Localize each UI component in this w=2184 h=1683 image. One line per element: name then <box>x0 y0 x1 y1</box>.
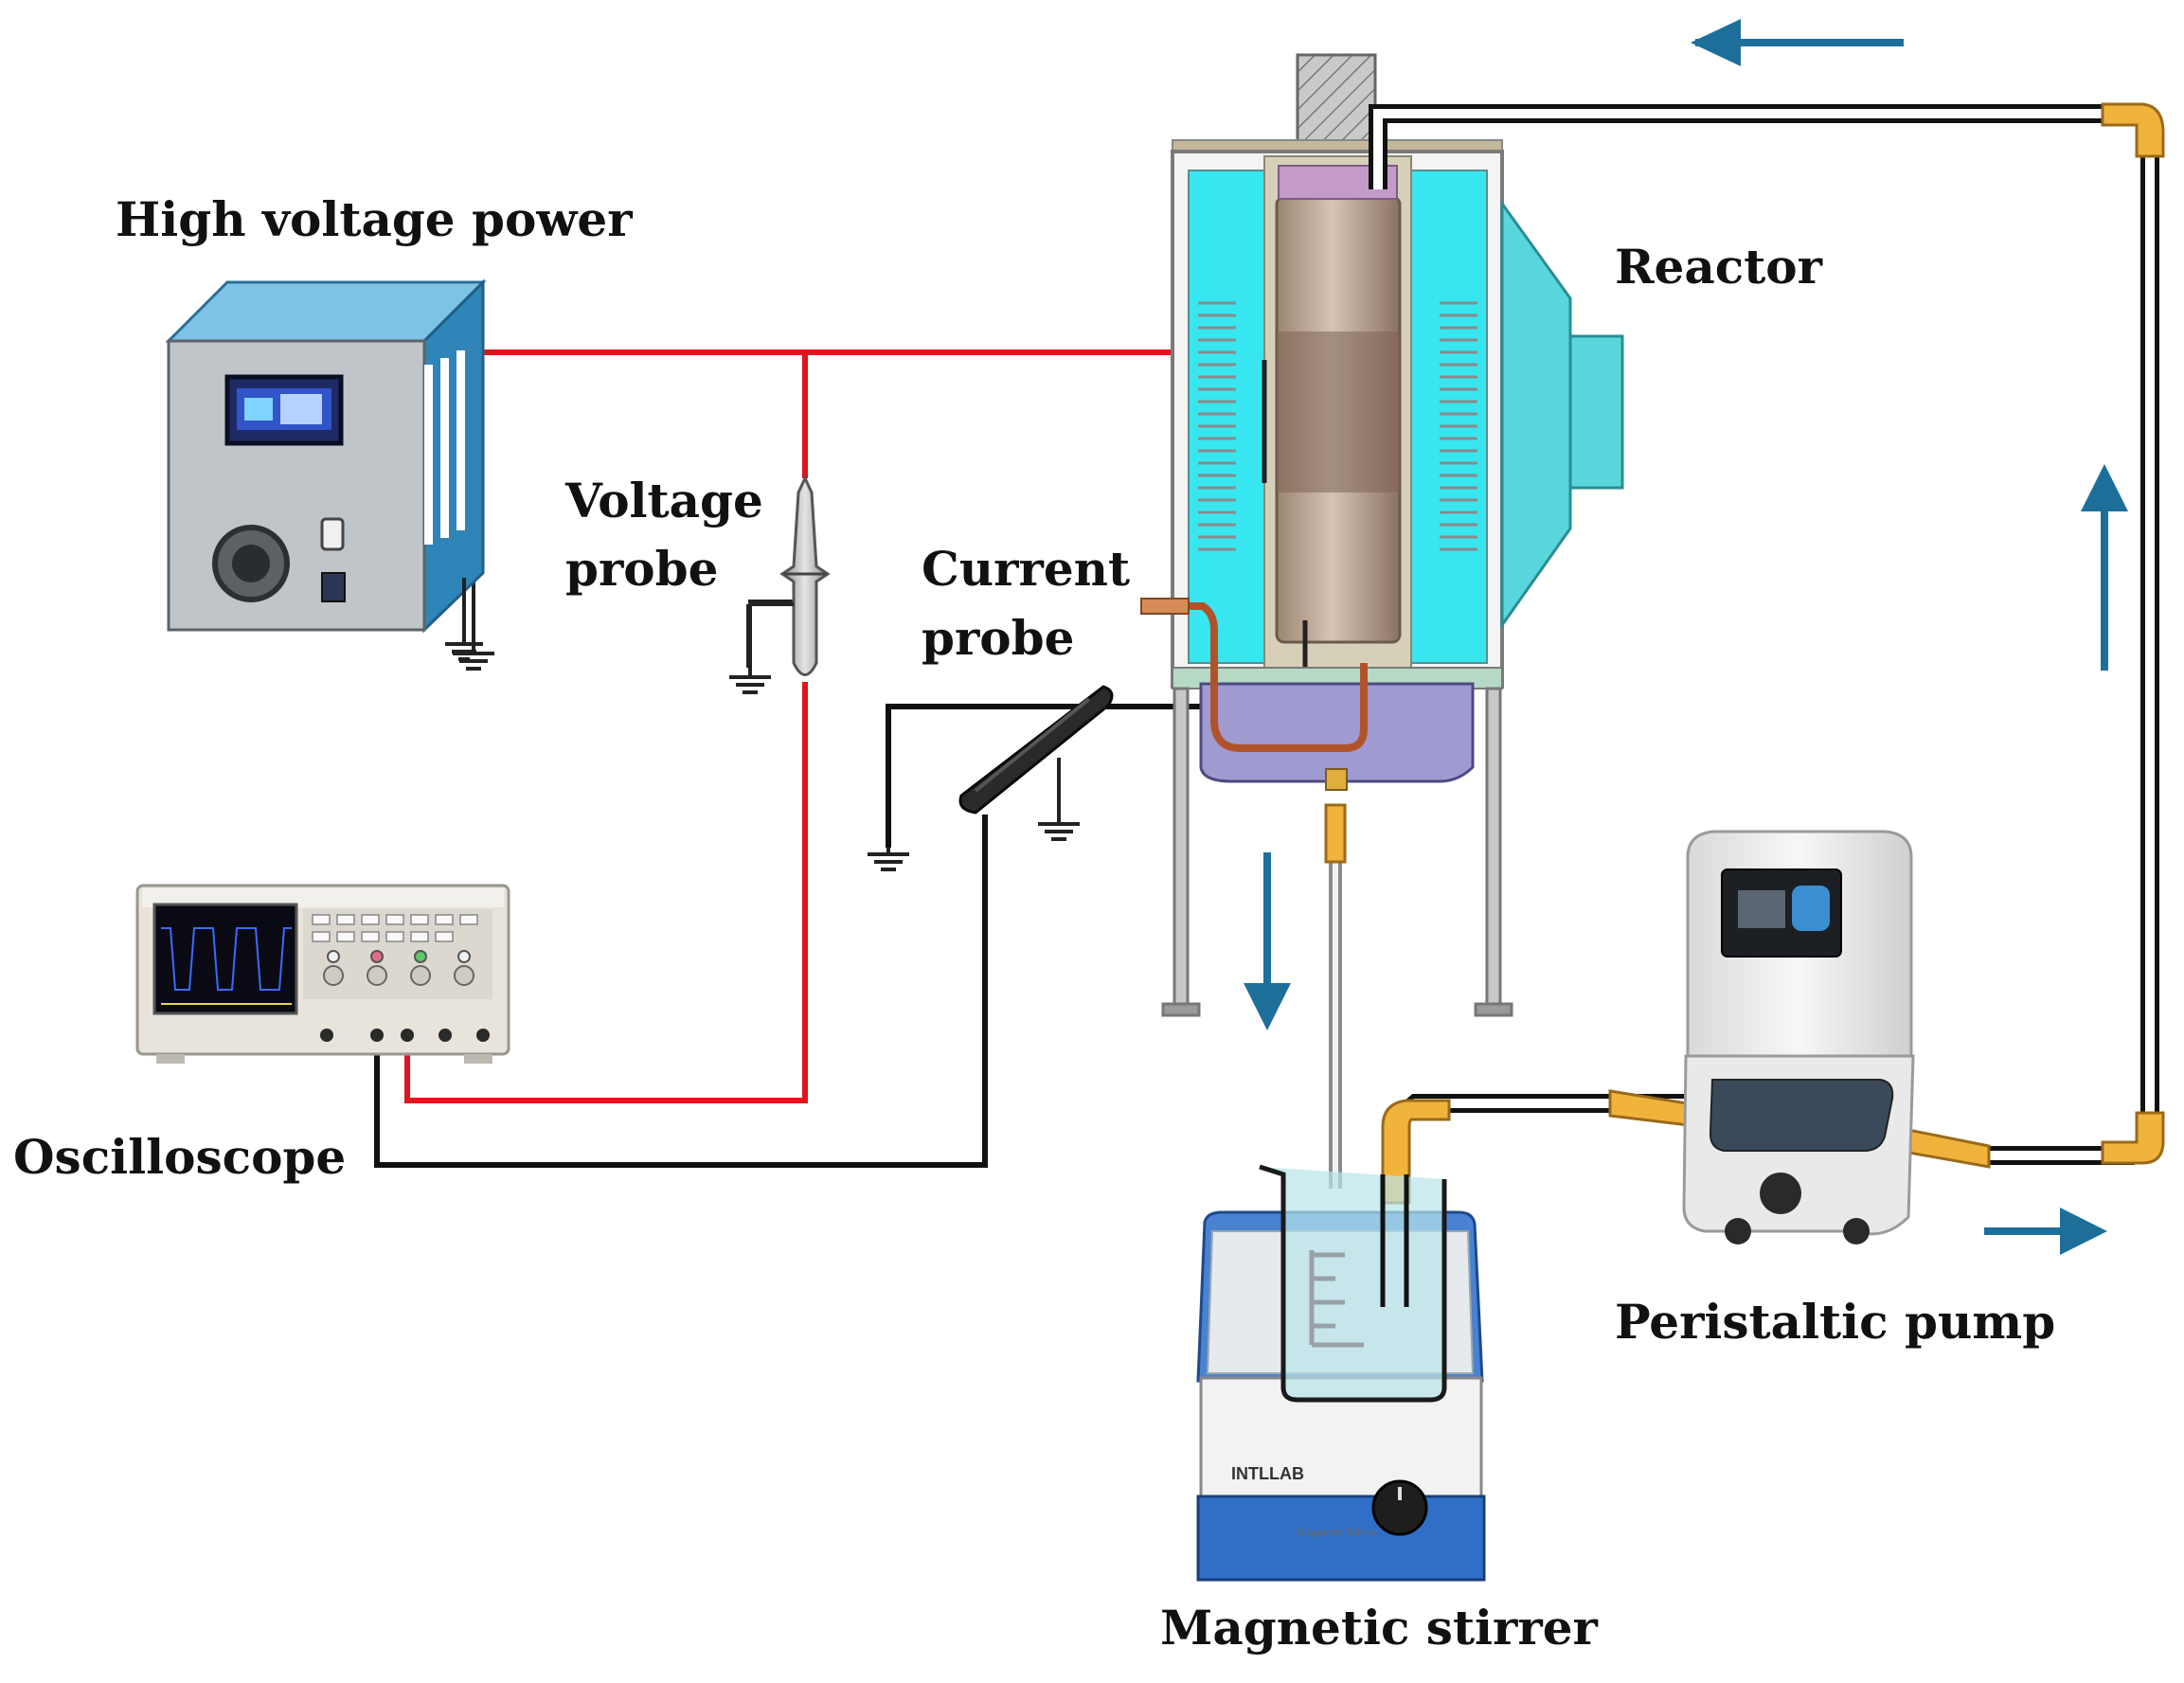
label-voltage-probe-line2: probe <box>565 541 719 597</box>
reactor-bottom-chamber <box>1199 682 1475 783</box>
stirrer-model: Magnetic Stirrer <box>1298 1526 1378 1539</box>
label-peristaltic-pump: Peristaltic pump <box>1615 1294 2056 1350</box>
label-oscilloscope: Oscilloscope <box>13 1129 347 1185</box>
oscilloscope <box>135 884 510 1064</box>
label-reactor: Reactor <box>1615 239 1822 295</box>
ground-symbol <box>445 578 483 661</box>
oscilloscope-screen <box>152 903 298 1015</box>
magnetic-stirrer: INTLLAB Magnetic Stirrer <box>1196 1164 1486 1582</box>
reactor <box>1140 53 1624 1017</box>
flow-arrow <box>1984 1208 2107 1255</box>
label-magnetic-stirrer: Magnetic stirrer <box>1160 1600 1598 1656</box>
label-current-probe-line1: Current <box>922 541 1131 597</box>
ground-symbol <box>729 600 800 694</box>
flow-arrow <box>1244 852 1291 1030</box>
current-probe <box>958 685 1114 815</box>
label-voltage-probe-line1: Voltage <box>565 473 763 528</box>
ground-symbol <box>868 848 909 871</box>
stirrer-knob <box>1371 1479 1428 1536</box>
high-voltage-power-supply <box>165 278 487 634</box>
stirrer-brand: INTLLAB <box>1231 1464 1304 1483</box>
coolant-jacket-right <box>1410 170 1488 664</box>
ground-symbol <box>1038 758 1080 841</box>
coolant-jacket-left <box>1188 170 1265 664</box>
reactor-top-plug <box>1296 53 1377 147</box>
voltage-probe <box>746 474 831 676</box>
label-high-voltage-power: High voltage power <box>116 191 633 247</box>
reactor-legs <box>1161 687 1513 1017</box>
beaker <box>1259 1164 1447 1403</box>
peristaltic-pump <box>1682 830 1915 1244</box>
label-current-probe-line2: probe <box>922 610 1075 666</box>
high-voltage-wire <box>404 349 1269 1103</box>
flow-arrow <box>1691 19 1904 66</box>
signal-wire <box>374 620 1310 1168</box>
flow-arrow <box>2081 464 2128 671</box>
